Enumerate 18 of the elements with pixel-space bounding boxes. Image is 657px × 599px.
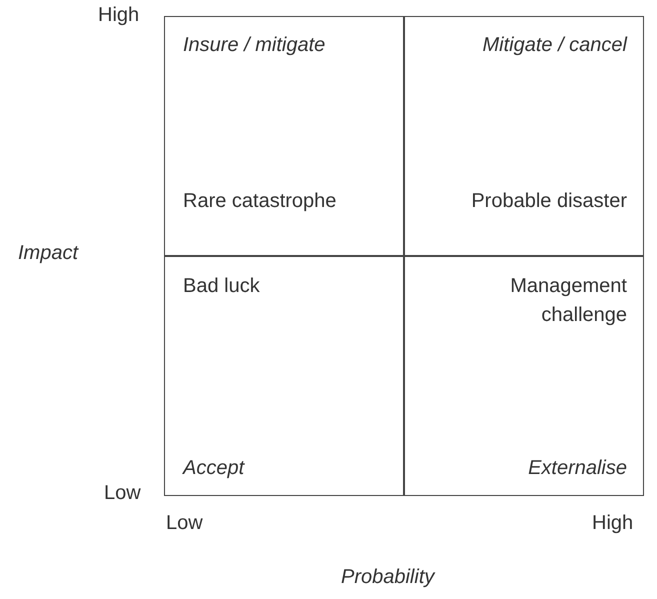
axis-tick-label: Low [104, 482, 141, 505]
quadrant-cell [403, 16, 644, 257]
risk-category-label: Management challenge [509, 274, 627, 328]
risk-category-label: Bad luck [183, 274, 261, 299]
risk-category-label: Probable disaster [470, 189, 627, 214]
strategy-label: Mitigate / cancel [481, 33, 627, 58]
strategy-label: Externalise [527, 456, 627, 481]
risk-category-label: Rare catastrophe [183, 189, 338, 214]
axis-title: Impact [18, 242, 78, 265]
axis-tick-label: High [98, 4, 140, 27]
strategy-label: Accept [183, 456, 246, 481]
axis-tick-label: Low [166, 512, 203, 535]
axis-title: Probability [341, 566, 434, 589]
quadrant-cell [403, 255, 644, 496]
quadrant-cell [164, 16, 405, 257]
strategy-label: Insure / mitigate [183, 33, 326, 58]
axis-tick-label: High [592, 512, 634, 535]
quadrant-cell [164, 255, 405, 496]
